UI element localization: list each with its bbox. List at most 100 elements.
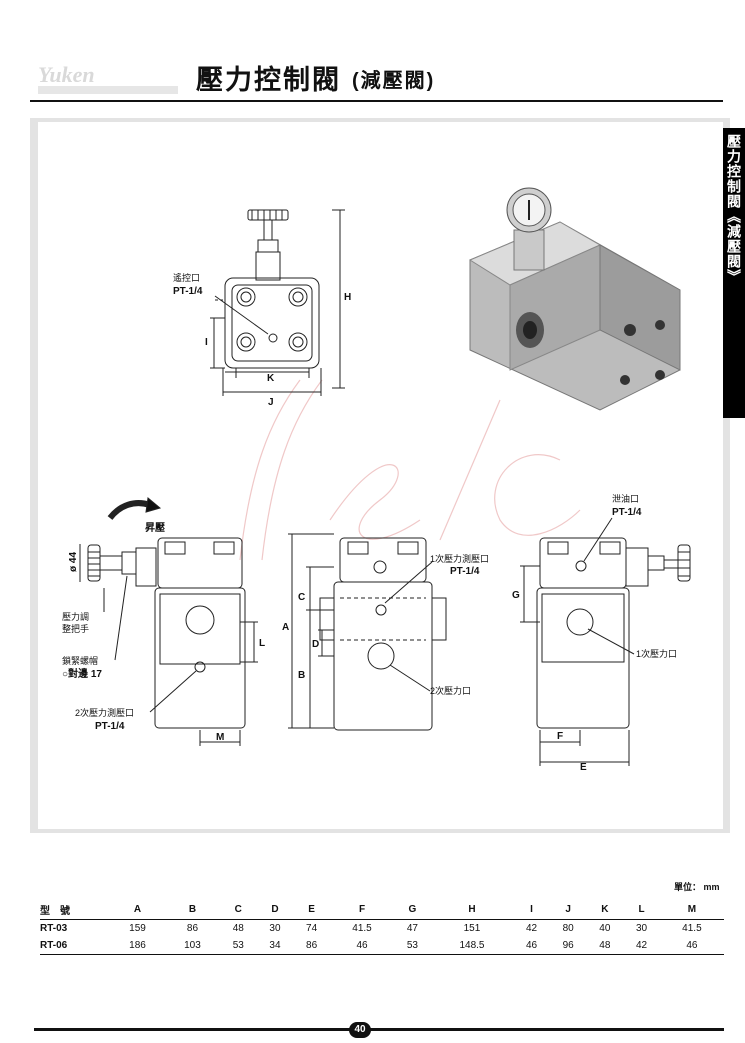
section-tab[interactable]: 壓力控制閥《減壓閥》 <box>723 128 745 418</box>
primary-gauge-port-icon <box>373 560 387 574</box>
table-cell: 53 <box>394 937 431 955</box>
front-view <box>288 533 447 731</box>
dimension-table: 型 號 A B C D E F G H I J K L M RT-03 159 … <box>40 900 724 955</box>
table-cell: 148.5 <box>430 937 514 955</box>
drain-port-thread: PT-1/4 <box>612 507 642 518</box>
footer-divider <box>34 1028 724 1031</box>
table-cell: 151 <box>463 923 481 934</box>
dim-j-label: J <box>268 397 274 408</box>
dim-i-label: I <box>205 337 208 348</box>
dim-e-label: E <box>580 762 587 773</box>
remote-port-thread: PT-1/4 <box>173 286 203 297</box>
table-cell: 103 <box>164 937 220 955</box>
page-header: Yuken 壓力控制閥 (減壓閥) <box>0 0 745 110</box>
table-cell: 159 <box>129 923 146 934</box>
page-subtitle: (減壓閥) <box>352 70 436 92</box>
dim-a-label: A <box>282 622 289 633</box>
model-cell: RT-06 <box>40 937 110 955</box>
table-cell: 46 <box>659 937 724 955</box>
col-header: D <box>256 900 294 920</box>
dim-b-label: B <box>298 670 305 681</box>
knob-label-line2: 整把手 <box>62 623 89 634</box>
table-cell: 48 <box>232 923 244 934</box>
svg-text:Yuken: Yuken <box>38 62 95 87</box>
table-cell: 96 <box>549 937 587 955</box>
table-cell: 46 <box>329 937 395 955</box>
table-cell: 41.5 <box>682 923 702 934</box>
nut-label-line2: ○對邊 17 <box>62 667 102 680</box>
table-cell: 34 <box>256 937 294 955</box>
brand-logo: Yuken <box>38 62 178 94</box>
top-view <box>210 209 345 396</box>
drawing-panel <box>38 122 723 829</box>
watermark <box>239 379 581 561</box>
dim-m-label: M <box>216 732 224 743</box>
drain-port-icon <box>575 560 587 572</box>
table-cell: 53 <box>219 937 257 955</box>
secondary-gauge-port-icon <box>194 661 206 673</box>
secondary-port-label: 2次壓力口 <box>430 685 471 696</box>
col-header: K <box>586 900 624 920</box>
knob-label-line1: 壓力調 <box>62 611 89 622</box>
nut-label-line1: 鎖緊螺帽 <box>62 655 98 666</box>
table-cell: 186 <box>110 937 165 955</box>
table-cell: 86 <box>186 923 199 934</box>
secondary-port-icon <box>367 642 395 670</box>
diameter-label: ø 44 <box>68 552 79 572</box>
boost-label: 昇壓 <box>145 522 165 534</box>
table-row: RT-03 159 86 48 30 74 41.5 47 151 42 80 … <box>40 920 724 938</box>
col-header: A <box>110 900 165 920</box>
table-header-row: 型 號 A B C D E F G H I J K L M <box>40 900 724 920</box>
table-cell: 42 <box>525 923 538 934</box>
table-row: RT-06 186 103 53 34 86 46 53 148.5 46 96… <box>40 937 724 955</box>
col-header: I <box>513 900 550 920</box>
dim-d-label: D <box>312 639 319 650</box>
remote-port-label: 遙控口 <box>173 272 200 283</box>
remote-port-icon <box>268 333 278 343</box>
primary-gauge-port-thread: PT-1/4 <box>450 566 480 577</box>
col-header: 型 號 <box>40 900 110 920</box>
col-header: E <box>293 900 330 920</box>
primary-gauge-port-label: 1次壓力測壓口 <box>430 553 489 564</box>
table-cell: 47 <box>406 923 418 934</box>
dim-l-label: L <box>259 638 265 649</box>
left-view <box>79 497 258 746</box>
model-cell: RT-03 <box>40 923 68 934</box>
col-header: C <box>219 900 257 920</box>
col-header: H <box>430 900 514 920</box>
col-header: J <box>549 900 587 920</box>
dim-c-label: C <box>298 592 305 603</box>
primary-port-icon <box>566 608 594 636</box>
dim-g-label: G <box>512 590 520 601</box>
right-adjust-handle-icon <box>677 544 691 582</box>
dim-f-label: F <box>557 731 563 742</box>
col-header: B <box>164 900 220 920</box>
drain-port-label: 泄油口 <box>612 493 639 504</box>
right-view <box>520 517 691 766</box>
header-divider <box>30 100 723 102</box>
table-cell: 86 <box>293 937 330 955</box>
table-cell: 30 <box>635 923 648 934</box>
secondary-gauge-port-label: 2次壓力測壓口 <box>75 707 134 718</box>
unit-label: 單位： mm <box>674 882 720 892</box>
col-header: F <box>329 900 395 920</box>
table-cell: 30 <box>269 923 281 934</box>
col-header: M <box>659 900 724 920</box>
dim-k-label: K <box>267 373 275 384</box>
table-cell: 46 <box>513 937 550 955</box>
table-cell: 80 <box>562 923 574 934</box>
col-header: G <box>394 900 431 920</box>
dim-h-label: H <box>344 292 351 303</box>
valve-photo <box>468 187 681 411</box>
table-cell: 48 <box>586 937 624 955</box>
page-title: 壓力控制閥 <box>196 65 341 95</box>
table-cell: 74 <box>306 923 318 934</box>
secondary-gauge-port-thread: PT-1/4 <box>95 721 125 732</box>
table-cell: 41.5 <box>352 923 372 934</box>
table-cell: 40 <box>599 923 611 934</box>
col-header: L <box>623 900 660 920</box>
primary-port-label: 1次壓力口 <box>636 648 677 659</box>
lock-nut-icon <box>121 551 137 575</box>
table-cell: 42 <box>623 937 660 955</box>
